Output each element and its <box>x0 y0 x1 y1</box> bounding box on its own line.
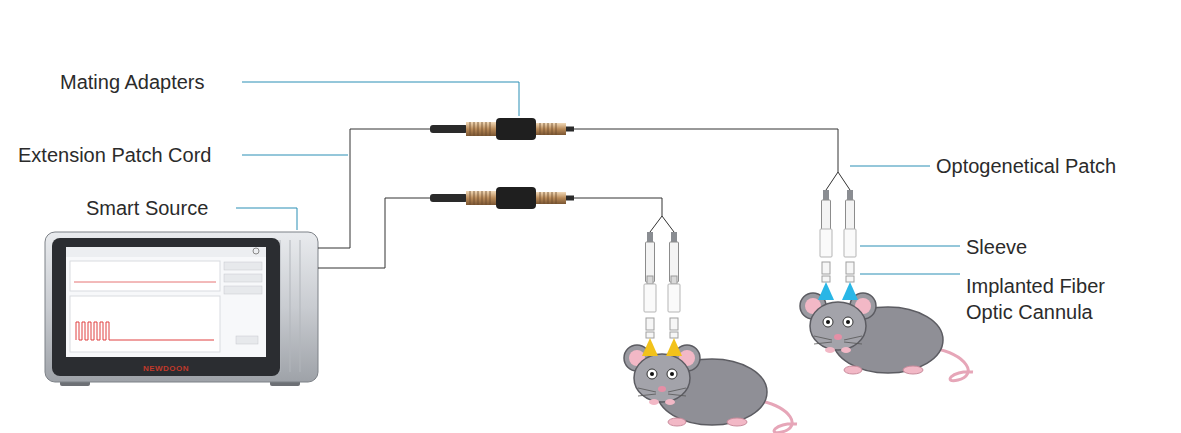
smart-source-device <box>45 232 318 386</box>
patch-cord <box>318 129 850 268</box>
light-cone <box>642 338 658 356</box>
light-cone <box>842 282 858 300</box>
light-cone <box>666 338 682 356</box>
callout-label: Sleeve <box>966 234 1027 260</box>
callout-label: Optogenetical Patch <box>936 153 1116 179</box>
brand-label: NEWDOON <box>143 364 189 374</box>
light-cone <box>818 282 834 300</box>
callout-label: Implanted Fiber Optic Cannula <box>966 273 1142 325</box>
callout-label: Extension Patch Cord <box>18 142 211 168</box>
callout-label: Smart Source <box>86 195 208 221</box>
callout-label: Mating Adapters <box>60 69 205 95</box>
leader-line <box>236 82 960 274</box>
